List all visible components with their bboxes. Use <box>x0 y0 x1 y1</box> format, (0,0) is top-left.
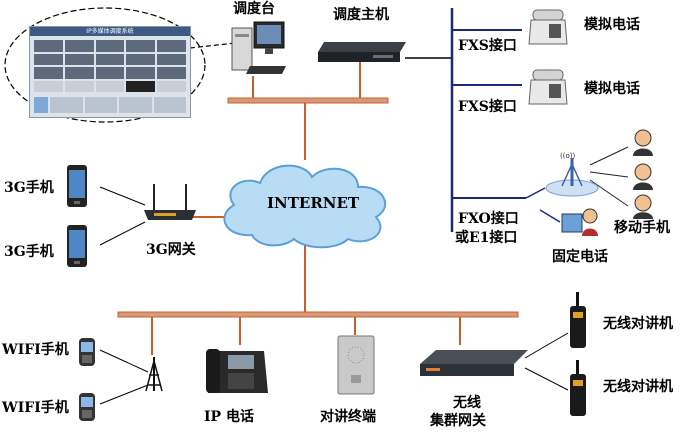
screen-title: IP多媒体调度系统 <box>30 27 190 36</box>
desk-phone-icon <box>527 66 569 106</box>
fxo-label-1: FXO接口 <box>458 211 519 227</box>
dispatch-desk-label: 调度台 <box>233 1 275 17</box>
fxs-label-2: FXS接口 <box>458 99 517 115</box>
dispatch-host-label: 调度主机 <box>333 7 389 23</box>
gateway-icon <box>420 346 528 378</box>
analog-phone-label-1: 模拟电话 <box>584 17 640 33</box>
trunk-gateway-label-2: 集群网关 <box>430 413 486 429</box>
internet-label: INTERNET <box>267 194 360 212</box>
cellphone-user-icon <box>630 128 656 156</box>
smartphone-icon <box>66 164 88 208</box>
antenna-icon <box>144 355 164 393</box>
cellphone-user-icon <box>630 162 656 190</box>
wifi-phone-label-1: WIFI手机 <box>2 342 69 358</box>
walkie-talkie-icon <box>567 292 589 350</box>
top-bus <box>227 97 389 104</box>
mobile-phone-label: 移动手机 <box>614 220 670 236</box>
screen-toolbar <box>34 97 186 113</box>
radio-label-2: 无线对讲机 <box>603 379 673 395</box>
fixed-phone-user-icon <box>560 206 600 236</box>
analog-phone-label-2: 模拟电话 <box>584 81 640 97</box>
walkie-talkie-icon <box>567 360 589 418</box>
cellphone-user-icon <box>630 193 656 219</box>
fxo-label-2: 或E1接口 <box>455 230 518 246</box>
router-icon <box>140 180 200 224</box>
dispatch-screen-callout: IP多媒体调度系统 <box>3 6 208 124</box>
screen-ellipse <box>4 7 206 123</box>
intercom-icon <box>337 335 375 395</box>
svg-text:((o)): ((o)) <box>560 152 575 160</box>
desk-phone-icon <box>527 6 569 46</box>
trunk-gateway-label-1: 无线 <box>453 395 481 411</box>
fxs-label-1: FXS接口 <box>458 38 517 54</box>
cell-tower-icon: ((o)) <box>542 150 602 198</box>
phone-3g-label-1: 3G手机 <box>4 180 54 196</box>
smartphone-icon <box>78 392 96 422</box>
ip-phone-icon <box>204 345 270 397</box>
computer-icon <box>228 20 288 78</box>
cloud-icon <box>212 155 397 250</box>
ip-phone-label: IP 电话 <box>204 409 254 425</box>
fixed-phone-label: 固定电话 <box>552 249 608 265</box>
phone-3g-label-2: 3G手机 <box>4 244 54 260</box>
screen-grid <box>34 40 186 92</box>
radio-label-1: 无线对讲机 <box>603 316 673 332</box>
dispatch-screen: IP多媒体调度系统 <box>29 26 191 118</box>
smartphone-icon <box>78 337 96 367</box>
intercom-label: 对讲终端 <box>320 409 376 425</box>
bottom-bus <box>117 311 519 318</box>
smartphone-icon <box>66 224 88 268</box>
gateway-3g-label: 3G网关 <box>146 242 196 258</box>
server-icon <box>318 38 406 64</box>
wifi-phone-label-2: WIFI手机 <box>2 400 69 416</box>
